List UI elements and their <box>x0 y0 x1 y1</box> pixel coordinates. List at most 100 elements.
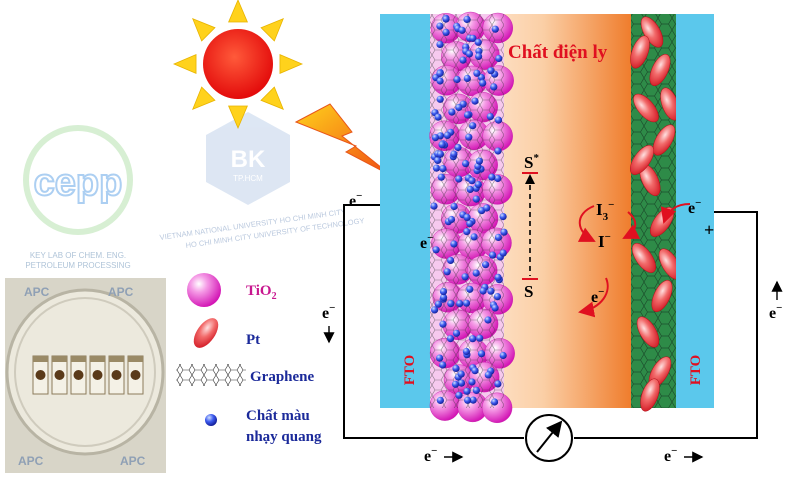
bk-hexagon <box>206 112 290 205</box>
dye-molecule <box>459 56 467 64</box>
dye-molecule <box>473 69 481 77</box>
electrolyte-electron-arrow <box>578 277 609 318</box>
dye-molecule <box>463 111 472 119</box>
dye-molecule <box>472 269 480 277</box>
dye-molecule <box>472 195 480 203</box>
dye-molecule <box>434 156 442 164</box>
dye-molecule <box>479 79 487 87</box>
dye-molecule <box>452 329 461 337</box>
pt-particle <box>640 378 660 412</box>
dye-molecule <box>463 228 471 236</box>
redox-couple: I3− I− e− e− + <box>577 197 714 318</box>
dye-molecule <box>446 335 455 343</box>
cell-slide-contact <box>109 356 124 362</box>
dye-molecule <box>436 69 444 78</box>
sun-ray <box>260 18 284 42</box>
dye-molecule <box>434 300 442 308</box>
dye-molecule <box>443 131 451 139</box>
dye-molecule <box>431 306 439 314</box>
dye-molecule <box>439 361 447 369</box>
dye-molecule <box>491 398 499 406</box>
legend-dye-label-1: Chất màu <box>246 408 310 424</box>
dye-molecule <box>487 67 495 75</box>
dye-molecule <box>471 97 479 105</box>
dye-molecule <box>450 202 458 211</box>
pt-particle <box>649 53 671 87</box>
dye-molecule <box>462 160 470 168</box>
cell-slide-contact <box>52 356 67 362</box>
external-circuit: e− e− e− e− e− <box>322 190 783 465</box>
dye-molecule <box>494 116 503 124</box>
counter-electron-arrow <box>660 203 691 224</box>
legend-pt-swatch <box>193 318 219 348</box>
dye-molecule <box>436 95 444 103</box>
legend-graphene-swatch <box>176 364 246 386</box>
dye-molecule <box>455 103 463 112</box>
dye-molecule <box>466 185 474 193</box>
cell-active-area <box>54 370 65 380</box>
dye-molecule <box>466 285 474 293</box>
dye-molecule <box>439 288 448 296</box>
dye-molecule <box>470 233 478 241</box>
fto-left <box>380 14 434 408</box>
dye-molecule <box>462 347 470 356</box>
dye-molecule <box>436 150 444 158</box>
wire-electron-label-right: e− <box>769 302 782 322</box>
dye-molecule <box>500 228 508 236</box>
dye-molecule <box>432 246 440 254</box>
dye-molecule <box>491 25 499 33</box>
wire-electron-label-left: e− <box>322 302 335 322</box>
legend-dye-label-2: nhạy quang <box>246 429 322 445</box>
cell-slide-contact <box>71 356 86 362</box>
dye-molecule <box>469 335 477 343</box>
dye-molecule <box>477 350 486 358</box>
cell-active-area <box>111 370 122 380</box>
triiodide-label: I3− <box>596 199 614 223</box>
dye-molecule <box>458 26 466 34</box>
dye-molecule <box>440 293 448 301</box>
dye-molecule <box>488 173 496 181</box>
dye-molecule <box>484 316 492 324</box>
dye-molecule <box>495 54 503 63</box>
sun-ray <box>228 105 248 130</box>
dye-molecule <box>463 15 471 23</box>
dye-molecule <box>499 249 507 257</box>
dye-molecule <box>499 351 507 360</box>
dye-molecule <box>471 367 479 375</box>
dye-molecule <box>475 47 483 55</box>
cepp-ring <box>23 125 133 235</box>
legend-pt-label: Pt <box>246 332 260 348</box>
device-photo: APC APC APC APC <box>5 278 166 473</box>
dye-molecule <box>469 34 477 42</box>
fto-left-label: FTO <box>402 355 418 386</box>
dye-molecule <box>489 251 497 259</box>
apc-mark-2: APC <box>108 285 134 299</box>
dye-excited-label: S* <box>524 152 539 172</box>
pt-particle <box>630 145 654 175</box>
wire-electron-label-bottom-right: e− <box>664 445 677 465</box>
cell-slide-contact <box>33 356 48 362</box>
dye-molecule <box>447 300 455 308</box>
pt-particle <box>636 316 660 348</box>
dye-molecules <box>430 14 508 406</box>
fto-right-label: FTO <box>688 355 704 386</box>
dye-molecule <box>472 386 480 394</box>
dye-molecule <box>442 28 450 36</box>
cepp-caption-1: KEY LAB OF CHEM. ENG. <box>30 251 126 260</box>
dye-molecule <box>455 391 463 399</box>
dye-molecule <box>465 133 473 141</box>
legend-tio2-label: TiO2 <box>246 283 277 302</box>
dye-molecule <box>436 77 444 85</box>
dye-molecule <box>454 143 462 152</box>
dye-molecule <box>451 380 460 388</box>
dye-molecule <box>463 74 471 82</box>
dye-molecule <box>456 300 464 308</box>
dye-molecule <box>438 141 446 149</box>
dye-molecule <box>461 273 469 281</box>
dye-molecule <box>450 240 458 248</box>
sun-ray <box>192 18 216 42</box>
apc-mark-1: APC <box>24 285 50 299</box>
cell-active-area <box>73 370 84 380</box>
